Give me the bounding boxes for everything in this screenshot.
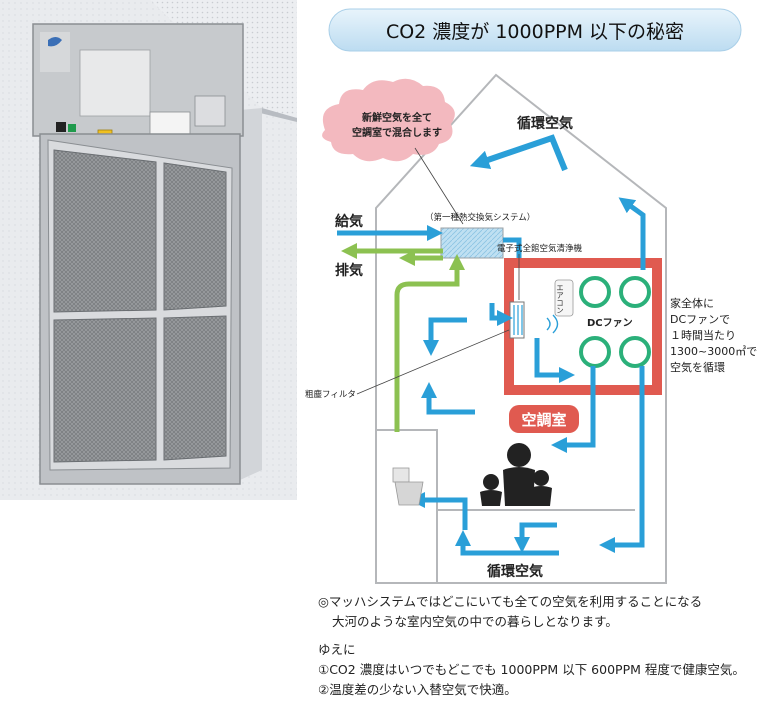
fan-down-arrow	[550, 366, 596, 454]
fan-down-right-arrow	[598, 366, 645, 554]
purifier-inflow-arrow	[489, 303, 514, 327]
filter-mesh-bottom-right	[163, 315, 227, 461]
dc-fan-3-icon	[579, 336, 611, 368]
heat-exchanger-unit	[440, 227, 504, 259]
toilet-room-wall	[376, 429, 438, 583]
note-line-2: 大河のような室内空気の中での暮らしとなります。	[332, 614, 618, 629]
page-title: CO2 濃度が 1000PPM 以下の秘密	[386, 21, 684, 43]
brand-logo-icon	[48, 37, 62, 47]
filter-mesh-top-right	[163, 162, 227, 311]
fan-note-line-2: DCファンで	[670, 313, 730, 326]
fan-note-line-4: 1300~3000㎥で	[670, 345, 757, 358]
fan-note-line-5: 空気を循環	[670, 360, 725, 374]
wall-corner	[240, 108, 262, 480]
fan-note-line-1: 家全体に	[670, 296, 714, 310]
toilet-icon	[392, 467, 424, 506]
room-label: 空調室	[521, 411, 566, 429]
aircon-label: エアコン	[556, 284, 565, 314]
aircon-unit	[554, 279, 574, 317]
cloud-callout: 新鮮空気を全て 空調室で混合します	[322, 78, 464, 225]
cloud-text-line-2: 空調室で混合します	[352, 126, 442, 139]
supply-label: 給気	[335, 213, 363, 230]
dc-fan-4-icon	[619, 336, 651, 368]
ceiling-edge	[256, 108, 297, 122]
fan-up-arrow	[618, 197, 646, 270]
note-line-3: ゆえに	[318, 642, 356, 657]
room-loop-arrow-1	[422, 317, 467, 357]
cloud-text-line-1: 新鮮空気を全て	[362, 111, 432, 124]
spec-label-2	[194, 95, 226, 127]
house-outline	[375, 73, 667, 584]
exhaust-return-path	[394, 253, 466, 432]
floor-arrow-center	[513, 522, 557, 554]
system-label: （第一種熱交換気システム）	[425, 212, 535, 223]
fan-note-line-3: １時間当たり	[670, 328, 736, 342]
floor-arrow-bottom	[454, 529, 559, 556]
top-circulation-arrow	[469, 134, 568, 172]
room-loop-arrow-2	[420, 381, 475, 415]
warning-label	[79, 49, 151, 117]
indicator-icon	[68, 124, 76, 132]
room-inner-arrow	[534, 338, 576, 384]
title-banner: CO2 濃度が 1000PPM 以下の秘密	[328, 8, 742, 52]
purifier-label: 電子式全館空気清浄機	[497, 243, 583, 254]
airflow-diagram: CO2 濃度が 1000PPM 以下の秘密 新鮮空気を全て 空調室で混合します …	[305, 8, 757, 584]
room-label-badge	[509, 405, 579, 433]
floor-arrow-toilet	[408, 491, 468, 530]
dc-fan-label: DCファン	[587, 317, 633, 329]
bottom-circulation-label: 循環空気	[487, 563, 543, 580]
family-silhouette-icon	[480, 443, 552, 506]
filter-mesh-bottom-left	[53, 317, 157, 463]
explanation-notes: ◎マッハシステムではどこにいても全ての空気を利用することになる 大河のような室内…	[318, 592, 773, 700]
top-circulation-label: 循環空気	[517, 115, 573, 132]
exhaust-label: 排気	[335, 262, 363, 279]
note-line-5: ②温度差の少ない入替空気で快適。	[318, 682, 517, 697]
note-line-4: ①CO2 濃度はいつでもどこでも 1000PPM 以下 600PPM 程度で健康…	[318, 662, 745, 677]
purifier-unit-photo	[0, 0, 297, 500]
dc-fan-2-icon	[619, 276, 651, 308]
filter-label: 粗塵フィルタ	[305, 389, 356, 400]
switch-icon	[56, 122, 66, 132]
aircon-wave-icon	[546, 314, 559, 334]
dc-fan-1-icon	[579, 276, 611, 308]
ac-room-walls	[504, 258, 662, 395]
filter-mesh-top-left	[53, 149, 157, 313]
note-line-1: ◎マッハシステムではどこにいても全ての空気を利用することになる	[318, 594, 703, 609]
